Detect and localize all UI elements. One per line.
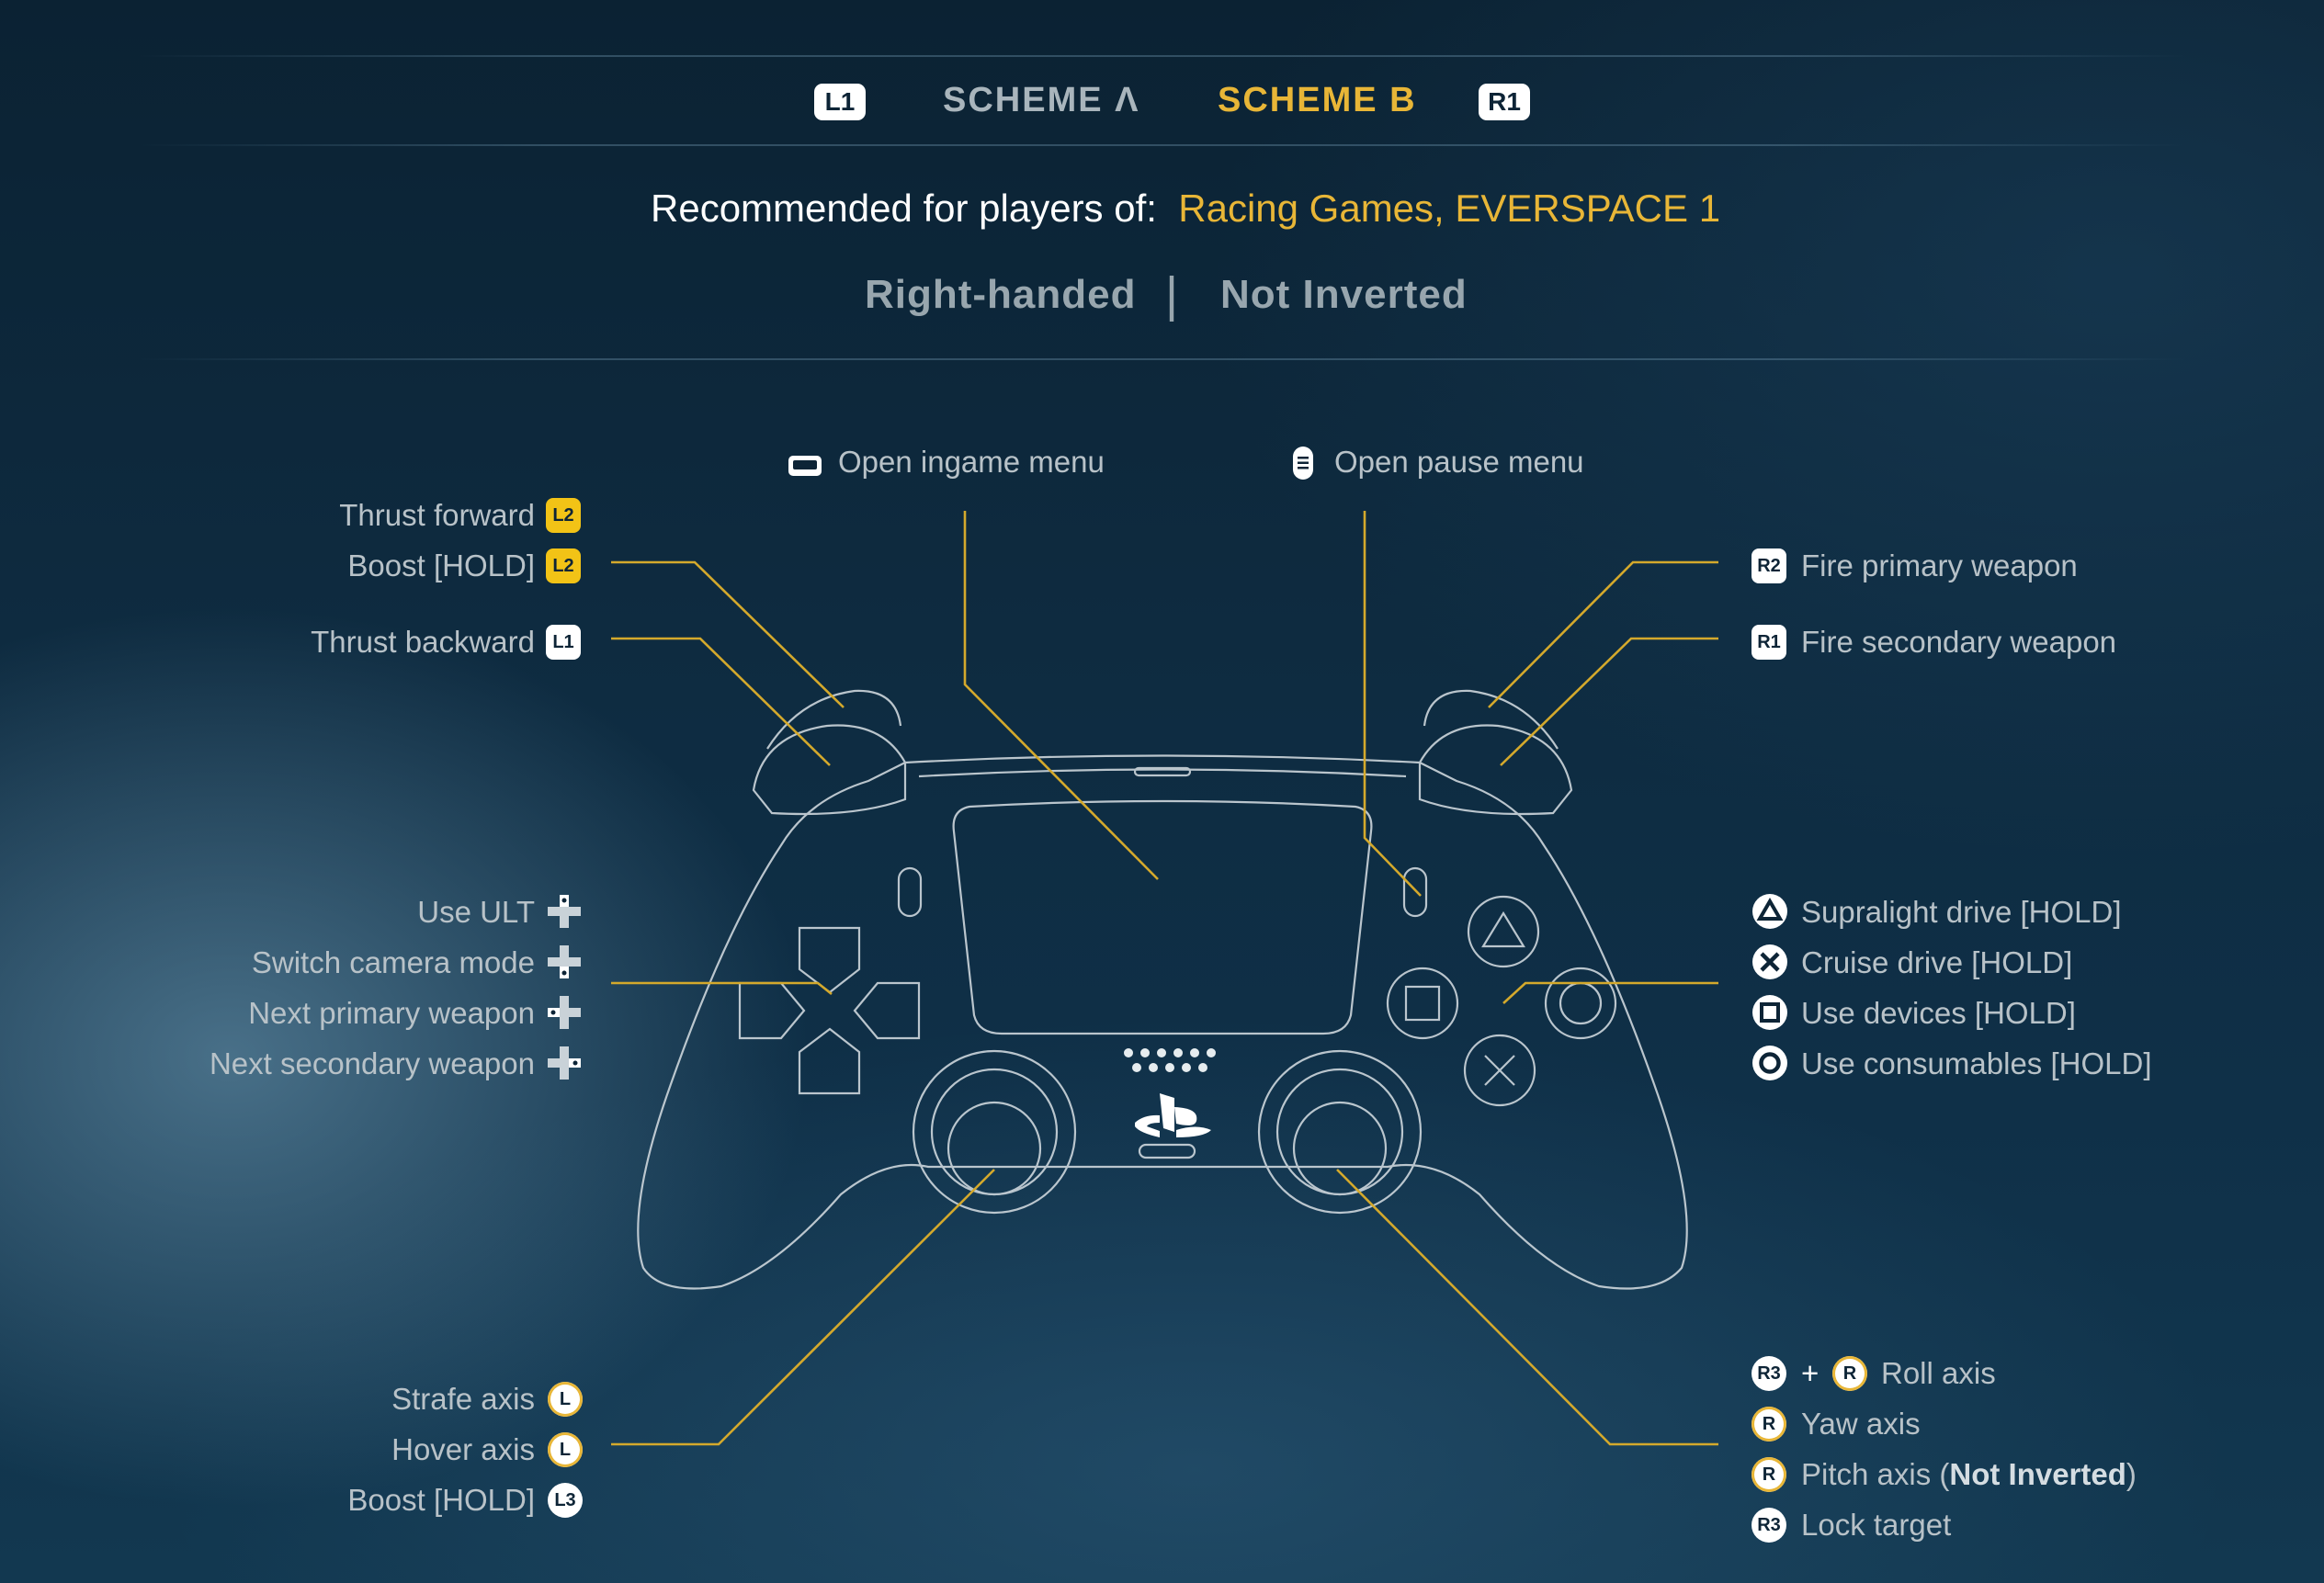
prev-scheme-button[interactable]: L1 — [814, 84, 866, 120]
r1-button-icon: R1 — [1752, 625, 1786, 660]
next-primary-label: Next primary weapon — [248, 996, 535, 1030]
l1-button-icon: L1 — [546, 625, 581, 660]
tab-scheme-b[interactable]: SCHEME B — [1218, 81, 1417, 119]
switch-camera-label: Switch camera mode — [251, 945, 535, 979]
thrust-backward-label: Thrust backward — [311, 625, 535, 659]
fire-secondary-label: Fire secondary weapon — [1801, 625, 2117, 659]
tab-scheme-a[interactable]: SCHEME Λ — [943, 81, 1140, 119]
left-stick-icon: L — [548, 1432, 583, 1467]
use-ult-label: Use ULT — [417, 895, 535, 929]
header-top-rule — [138, 55, 2187, 57]
square-icon — [1752, 995, 1787, 1030]
right-stick-icon: R — [1752, 1407, 1786, 1442]
hover-axis-label: Hover axis — [391, 1432, 535, 1466]
r3-button-icon: R3 — [1752, 1356, 1786, 1391]
yaw-axis-label: Yaw axis — [1801, 1407, 1921, 1441]
circle-icon — [1752, 1046, 1787, 1080]
dpad-up-icon — [548, 895, 581, 928]
recommendation-line: Recommended for players of: Racing Games… — [651, 187, 1720, 231]
cross-icon — [1752, 944, 1787, 979]
pitch-axis-strong: Not Inverted — [1949, 1457, 2126, 1491]
triangle-icon — [1752, 894, 1787, 929]
speaker-dots — [1124, 1048, 1216, 1072]
pitch-axis-suffix: ) — [2126, 1457, 2137, 1491]
settings-separator: | — [1165, 267, 1180, 322]
handedness-label: Right-handed — [865, 272, 1137, 317]
r3-button-icon: R3 — [1752, 1508, 1786, 1543]
options-button-icon — [1293, 447, 1313, 480]
lock-target-label: Lock target — [1801, 1508, 1952, 1542]
boost-hold-label: Boost [HOLD] — [347, 548, 535, 582]
section-rule — [138, 358, 2187, 360]
l3-button-icon: L3 — [548, 1483, 583, 1518]
boost-hold-l3-label: Boost [HOLD] — [347, 1483, 535, 1517]
use-consumables-label: Use consumables [HOLD] — [1801, 1046, 2152, 1080]
use-devices-label: Use devices [HOLD] — [1801, 996, 2076, 1030]
inversion-label: Not Inverted — [1220, 272, 1468, 317]
leader-lines — [611, 511, 1718, 1446]
next-secondary-label: Next secondary weapon — [209, 1046, 535, 1080]
dpad-left-icon — [548, 996, 581, 1029]
plus-sign: + — [1801, 1356, 1820, 1390]
l2-button-icon: L2 — [546, 548, 581, 583]
header-bottom-rule — [138, 144, 2187, 146]
ingame-menu-label: Open ingame menu — [838, 445, 1105, 479]
next-scheme-button[interactable]: R1 — [1479, 84, 1530, 120]
roll-axis-label: Roll axis — [1881, 1356, 1996, 1390]
thrust-forward-label: Thrust forward — [339, 498, 535, 532]
pitch-axis-label: Pitch axis (Not Inverted) — [1801, 1457, 2137, 1492]
strafe-axis-label: Strafe axis — [391, 1382, 535, 1416]
pitch-axis-prefix: Pitch axis ( — [1801, 1457, 1950, 1491]
controller-outline — [637, 689, 1688, 1290]
cruise-drive-label: Cruise drive [HOLD] — [1801, 945, 2073, 979]
recommendation-games: Racing Games, EVERSPACE 1 — [1178, 187, 1721, 230]
supralight-label: Supralight drive [HOLD] — [1801, 895, 2122, 929]
left-stick-icon: L — [548, 1382, 583, 1417]
dpad-down-icon — [548, 945, 581, 978]
playstation-logo-icon — [1135, 1093, 1211, 1137]
l2-button-icon: L2 — [546, 498, 581, 533]
fire-primary-label: Fire primary weapon — [1801, 548, 2078, 582]
r2-button-icon: R2 — [1752, 548, 1786, 583]
right-stick-icon: R — [1752, 1457, 1786, 1492]
dpad-right-icon — [548, 1046, 581, 1080]
pause-menu-label: Open pause menu — [1334, 445, 1584, 479]
recommendation-prefix: Recommended for players of: — [651, 187, 1157, 230]
touchpad-icon — [788, 456, 822, 476]
right-stick-icon: R — [1832, 1356, 1867, 1391]
